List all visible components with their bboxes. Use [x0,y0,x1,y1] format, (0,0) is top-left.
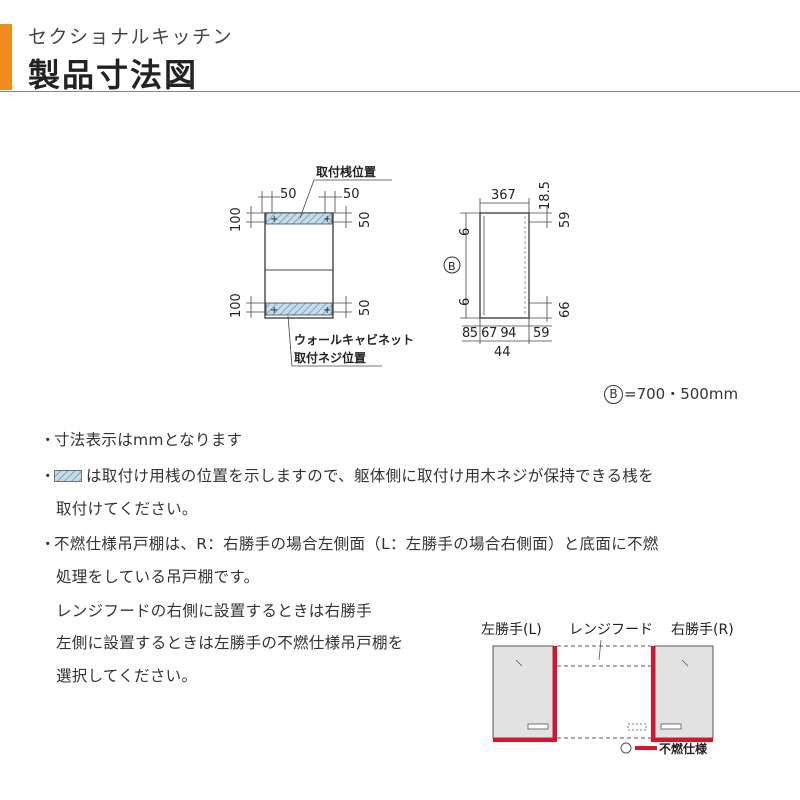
dim-6-bottom: 6 [458,298,473,306]
dim-bottom-row: 85 67 94 [462,326,516,341]
dim-66: 66 [558,301,573,318]
top-mounting-rail [265,212,333,225]
note-1: ・寸法表示はmmとなります [40,431,243,449]
side-cabinet-body [479,212,530,319]
screw-mark: + [270,305,278,316]
dim-367: 367 [491,188,516,203]
header-divider [0,91,800,92]
page-title: 製品寸法図 [28,56,199,94]
b-size-mark: B [604,385,623,404]
right-fire-side [651,646,655,742]
dim-44: 44 [494,345,511,360]
bottom-mounting-rail [265,302,333,316]
screw-mark: + [270,214,278,225]
label-rail-position: 取付桟位置 [316,164,376,179]
header-subtitle: セクショナルキッチン [28,26,234,48]
legend-fire-swatch [635,746,657,750]
dim-18-5: 18.5 [538,181,553,210]
front-cabinet-body [264,212,334,319]
note-2: ・は取付け用桟の位置を示しますので、躯体側に取付け用木ネジが保持できる桟を [40,467,654,485]
dim-59-bottom: 59 [533,326,550,341]
placement-diagram: 左勝手(L) レンジフード 右勝手(R) 不燃仕様 [481,622,734,756]
left-handle [527,723,549,730]
right-handle [660,723,682,730]
b-size-text: =700・500mm [624,385,739,403]
label-screw-position: 取付ネジ位置 [294,350,366,365]
label-left-hand: 左勝手(L) [481,622,542,638]
left-hand-cabinet [492,645,554,739]
note-3-cont-2: レンジフードの右側に設置するときは右勝手 [56,602,373,620]
dim-100-bottom: 100 [229,293,244,318]
hatch-swatch-icon [54,470,82,482]
b-mark-circle [443,256,461,274]
left-fire-bottom [493,738,557,742]
screw-mark: + [323,214,331,225]
screw-mark: + [323,305,331,316]
dim-50-left: 50 [280,187,297,202]
dim-50-top-right: 50 [358,211,373,228]
legend-label: 不燃仕様 [659,741,708,756]
note-3-cont-4: 選択してください。 [56,667,198,685]
dim-100-top: 100 [229,207,244,232]
note-3: ・不燃仕様吊戸棚は、R：右勝手の場合左側面（L：左勝手の場合右側面）と底面に不燃 [40,535,659,553]
right-fire-bottom [651,738,713,742]
front-view: + + + + 50 50 100 50 100 50 取付桟位置 [229,164,414,367]
note-3-cont-3: 左側に設置するときは左勝手の不燃仕様吊戸棚を [56,634,404,652]
label-right-hand: 右勝手(R) [671,622,734,638]
dim-6-top: 6 [458,228,473,236]
b-mark: B [448,260,456,273]
label-range-hood: レンジフード [569,622,653,638]
legend-circle [620,742,632,754]
label-wall-cabinet: ウォールキャビネット [294,332,414,347]
dim-50-right: 50 [343,187,360,202]
dim-59-top: 59 [558,211,573,228]
note-3-cont-1: 処理をしている吊戸棚です。 [56,568,260,586]
header-accent-bar [0,24,12,90]
b-size-note: B=700・500mm [604,383,738,404]
note-2-cont: 取付けてください。 [56,500,198,518]
side-view: 367 18.5 59 6 6 B 66 85 67 94 59 44 [443,181,573,360]
dim-50-bottom-right: 50 [358,299,373,316]
left-fire-side [553,646,557,742]
